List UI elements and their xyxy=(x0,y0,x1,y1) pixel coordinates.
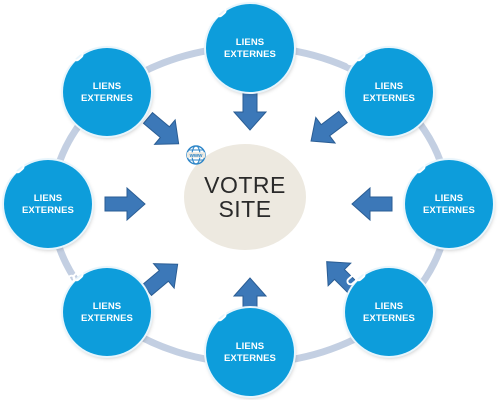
arrow-left xyxy=(104,187,146,221)
node-label-line2: EXTERNES xyxy=(80,313,133,324)
node-label-line1: LIENS xyxy=(235,37,265,48)
chain-link-icon xyxy=(64,270,84,286)
center-title-line2: SITE xyxy=(218,196,272,222)
globe-icon-text: www xyxy=(189,153,204,159)
node-label-line1: LIENS xyxy=(374,301,404,312)
center-title-line1: VOTRE xyxy=(204,172,286,198)
node-liens-externes-bottom-left: LIENS EXTERNES xyxy=(63,268,151,356)
arrow-top xyxy=(233,89,267,131)
node-label-line2: EXTERNES xyxy=(80,93,133,104)
node-label-line1: LIENS xyxy=(92,301,122,312)
node-liens-externes-bottom-right: LIENS EXTERNES xyxy=(345,268,433,356)
chain-link-icon xyxy=(64,50,84,66)
chain-link-icon xyxy=(346,270,366,286)
node-label-line1: LIENS xyxy=(374,81,404,92)
node-label-line2: EXTERNES xyxy=(223,353,276,364)
node-liens-externes-right: LIENS EXTERNES xyxy=(405,160,493,248)
node-label-line2: EXTERNES xyxy=(223,49,276,60)
node-liens-externes-top-right: LIENS EXTERNES xyxy=(345,48,433,136)
node-liens-externes-top-left: LIENS EXTERNES xyxy=(63,48,151,136)
node-label-line2: EXTERNES xyxy=(362,313,415,324)
node-liens-externes-bottom: LIENS EXTERNES xyxy=(206,308,294,396)
chain-link-icon xyxy=(207,310,227,326)
node-label-line2: EXTERNES xyxy=(422,205,475,216)
node-label-line1: LIENS xyxy=(92,81,122,92)
node-liens-externes-left: LIENS EXTERNES xyxy=(4,160,92,248)
chain-link-icon xyxy=(5,162,25,178)
node-label-line1: LIENS xyxy=(33,193,63,204)
node-label-line1: LIENS xyxy=(235,341,265,352)
node-label-line2: EXTERNES xyxy=(21,205,74,216)
arrow-right xyxy=(351,187,393,221)
node-label-line1: LIENS xyxy=(434,193,464,204)
center-node-votre-site: www VOTRE SITE xyxy=(184,144,306,250)
chain-link-icon xyxy=(207,6,227,22)
node-liens-externes-top: LIENS EXTERNES xyxy=(206,4,294,92)
chain-link-icon xyxy=(346,50,366,66)
globe-icon: www xyxy=(186,145,206,165)
node-label-line2: EXTERNES xyxy=(362,93,415,104)
chain-link-icon xyxy=(406,162,426,178)
arrow-top-right xyxy=(300,103,354,155)
